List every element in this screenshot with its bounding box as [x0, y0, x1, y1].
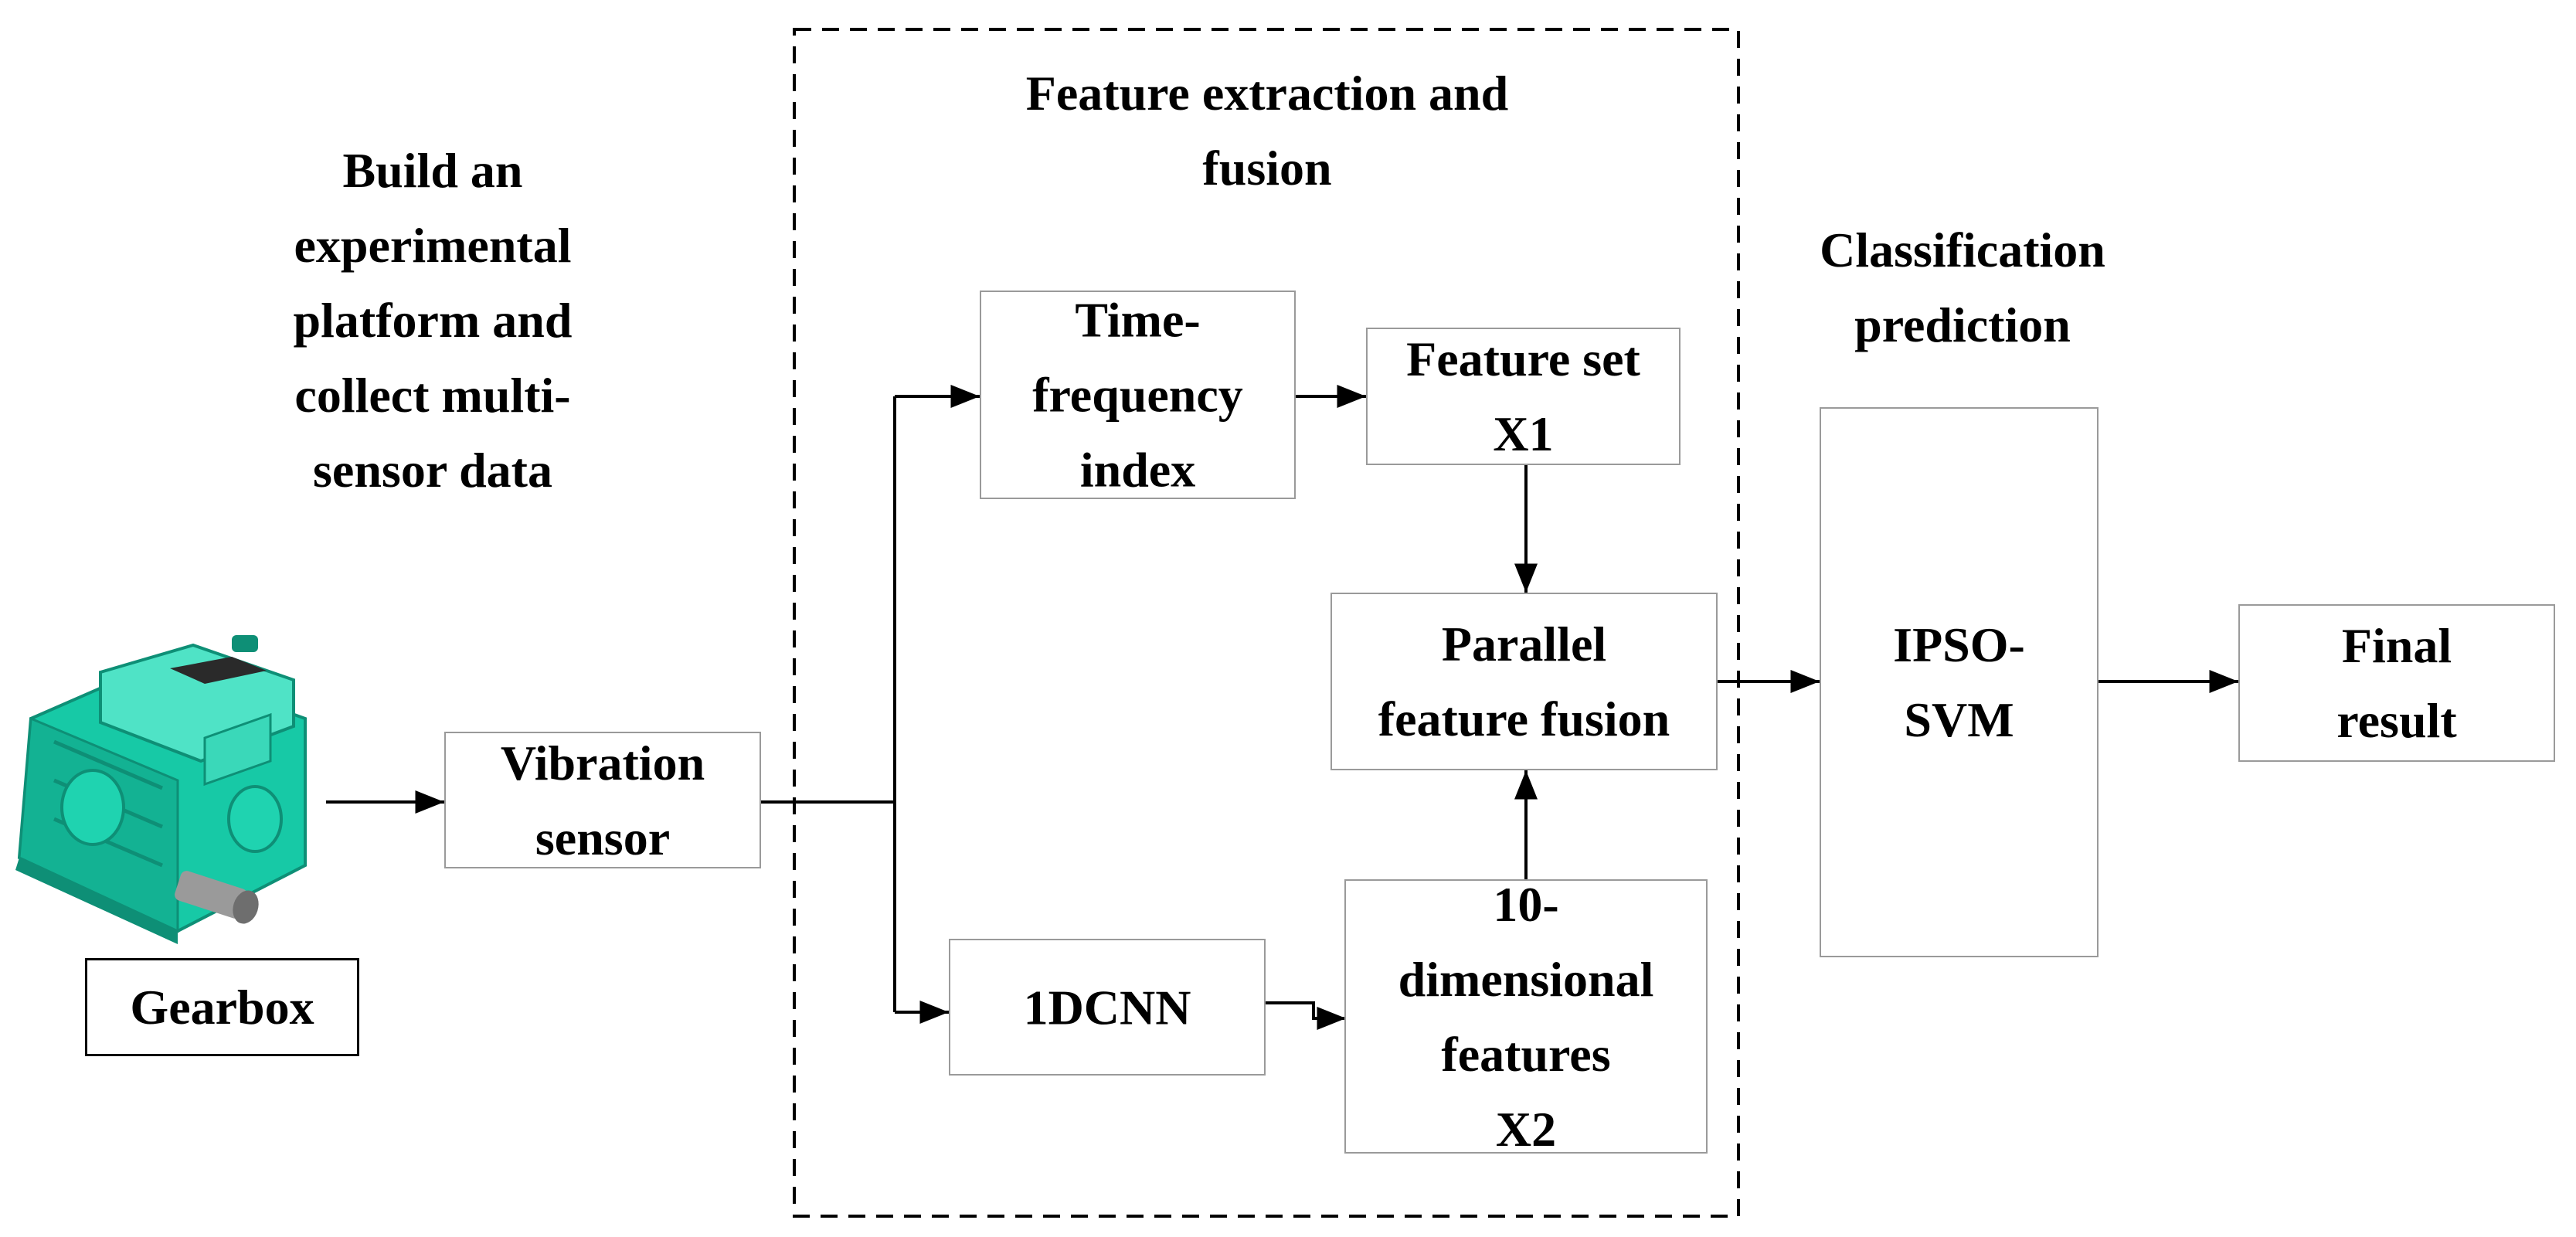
ipso-svm-label: IPSO- SVM [1893, 617, 2025, 747]
time-frequency-index-label: Time- frequency index [1032, 292, 1243, 498]
1dcnn-label: 1DCNN [1023, 980, 1191, 1035]
vibration-sensor-box: Vibration sensor [444, 732, 761, 868]
final-result-label: Final result [2336, 618, 2457, 748]
parallel-feature-fusion-label: Parallel feature fusion [1378, 617, 1670, 746]
ipso-svm-box: IPSO- SVM [1820, 407, 2099, 957]
acquisition-stage-heading: Build an experimental platform and colle… [293, 143, 573, 498]
time-frequency-index-box: Time- frequency index [980, 291, 1296, 499]
extraction-stage-heading: Feature extraction and fusion [1025, 66, 1509, 195]
gearbox-label: Gearbox [85, 958, 359, 1056]
1dcnn-box: 1DCNN [949, 939, 1266, 1076]
vibration-sensor-label: Vibration sensor [500, 735, 705, 865]
parallel-feature-fusion-box: Parallel feature fusion [1330, 593, 1718, 770]
classification-stage-heading: Classification prediction [1820, 223, 2105, 352]
feature-set-x1-box: Feature set X1 [1366, 328, 1681, 465]
features-x2-label: 10- dimensional features X2 [1398, 876, 1654, 1157]
feature-set-x1-label: Feature set X1 [1406, 331, 1640, 461]
features-x2-box: 10- dimensional features X2 [1344, 877, 1708, 1157]
feature-extraction-region [793, 28, 1740, 1218]
final-result-box: Final result [2238, 604, 2555, 762]
gearbox-icon [15, 635, 307, 944]
arrow-1dcnn-to-x2 [1266, 1001, 1346, 1030]
